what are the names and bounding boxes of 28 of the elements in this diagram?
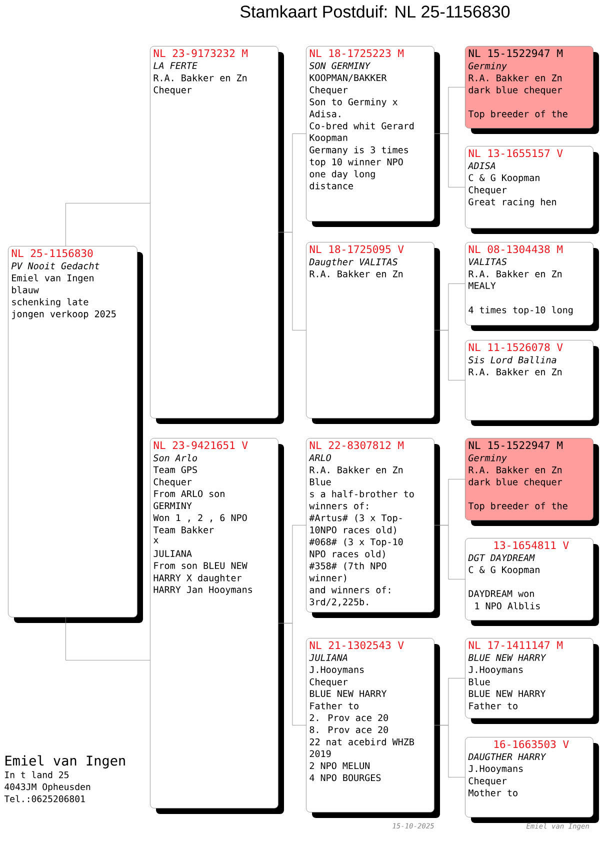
connector-line bbox=[434, 330, 466, 380]
pedigree-card: NL 21-1302543 V JULIANA J.Hooymans Chequer BLUE NEW HARRY Father to 2. Prov ace 20 8. Prov ace 20 22 nat acebird WHZB 2019 2 NPO MELUN 4 NPO BOURGES bbox=[306, 638, 440, 818]
connector-line bbox=[278, 623, 306, 726]
pedigree-card: NL 15-1522947 M Germiny R.A. Bakker en Zn dark blue chequer Top breeder of the bbox=[465, 46, 599, 134]
pedigree-card: NL 17-1411147 M BLUE NEW HARRY J.Hooymans Blue BLUE NEW HARRY Father to bbox=[465, 638, 599, 724]
pedigree-card: NL 18-1725223 M SON GERMINY KOOPMAN/BAKKER Chequer Son to Germiny x Adisa. Co-bred whit Gerard Koopman Germany is 3 times top 10 winner NPO one day long distance bbox=[306, 46, 440, 227]
page-title: Stamkaart Postduif: NL 25-1156830 bbox=[240, 5, 510, 18]
pedigree-card: 13-1654811 V DGT DAYDREAM C & G Koopman DAYDREAM won 1 NPO Alblis bbox=[465, 538, 599, 626]
pedigree-card: NL 25-1156830 PV Nooit Gedacht Emiel van Ingen blauw schenking late jongen verkoop 2025 bbox=[8, 246, 143, 623]
owner-name: Emiel van Ingen bbox=[6, 755, 125, 768]
pedigree-card: NL 23-9173232 M LA FERTE R.A. Bakker en Zn Chequer bbox=[150, 46, 284, 424]
pedigree-card: 16-1663503 V DAUGTHER HARRY J.Hooymans Chequer Mother to bbox=[465, 737, 599, 823]
connector-line bbox=[66, 203, 150, 246]
pedigree-card: NL 18-1725095 V Daugther VALITAS R.A. Bakker en Zn bbox=[306, 242, 440, 424]
connector-line bbox=[434, 525, 466, 580]
connector-line bbox=[434, 725, 466, 778]
connector-line bbox=[66, 617, 150, 660]
connector-line bbox=[434, 134, 466, 188]
pedigree-card: NL 22-8307812 M ARLO R.A. Bakker en Zn Blue s a half-brother to winners of: #Artus# (3 x Top- 10NPO races old) #068# (3 x Top-10 NPO races old) #358# (7th NPO winner) and winners of: 3rd/2,225b. bbox=[306, 438, 440, 618]
pedigree-card: NL 13-1655157 V ADISA C & G Koopman Chequer Great racing hen bbox=[465, 146, 599, 234]
pedigree-card: NL 15-1522947 M Germiny R.A. Bakker en Zn dark blue chequer Top breeder of the bbox=[465, 438, 599, 526]
pedigree-card: NL 23-9421651 V Son Arlo Team GPS Chequer From ARLO son GERMINY Won 1 , 2 , 6 NPO Team Bakker x JULIANA From son BLEU NEW HARRY X daughter HARRY Jan Hooymans bbox=[150, 438, 284, 814]
address-line: In t land 25 bbox=[5, 771, 68, 778]
pedigree-card: NL 11-1526078 V Sis Lord Ballina R.A. Bakker en Zn bbox=[465, 340, 599, 426]
pedigree-card: NL 08-1304438 M VALITAS R.A. Bakker en Zn MEALY 4 times top-10 long bbox=[465, 242, 599, 331]
address-line: Tel.:0625206801 bbox=[4, 795, 85, 802]
connector-line bbox=[278, 232, 306, 330]
address-line: 4043JM Opheusden bbox=[4, 783, 90, 792]
